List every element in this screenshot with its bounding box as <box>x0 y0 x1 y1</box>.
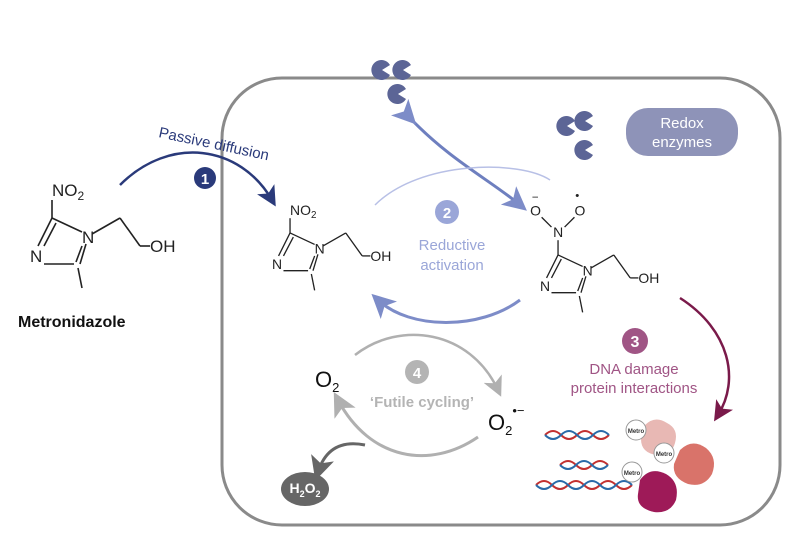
svg-text:•: • <box>575 190 579 202</box>
svg-text:1: 1 <box>201 171 209 188</box>
svg-text:OH: OH <box>150 237 176 256</box>
damaged-dna-icon <box>535 430 633 490</box>
metronidazole-structure: NO2 N N OH <box>30 181 176 289</box>
svg-text:N: N <box>30 247 42 266</box>
oxygen-regeneration-arrow <box>333 392 479 458</box>
svg-text:N: N <box>583 262 593 278</box>
step2-badge <box>435 200 459 224</box>
svg-text:2: 2 <box>443 205 451 222</box>
drug-name-label: Metronidazole <box>18 314 126 331</box>
svg-text:O: O <box>574 203 585 219</box>
svg-text:NO2: NO2 <box>290 202 316 221</box>
dna-damage-arrow <box>679 296 734 422</box>
superoxide-formation-arrow <box>354 333 502 397</box>
svg-text:‘Futile cycling’: ‘Futile cycling’ <box>370 394 474 411</box>
metronidazole-intracellular-structure: NO2 N N OH <box>272 202 391 292</box>
peroxide-arrow <box>311 442 366 481</box>
enzyme-icons <box>371 60 593 160</box>
passive-diffusion-arrow <box>119 151 276 207</box>
reduction-arc-top <box>374 166 551 206</box>
step3-badge <box>622 328 648 354</box>
svg-text:activation: activation <box>420 257 483 274</box>
superoxide-label: O2•− <box>488 403 525 438</box>
hydrogen-peroxide-badge <box>281 472 329 506</box>
svg-text:−: − <box>532 192 539 204</box>
svg-text:OH: OH <box>370 248 391 264</box>
svg-text:N: N <box>553 224 563 240</box>
redox-enzymes-badge <box>626 108 738 156</box>
step4-badge <box>405 360 429 384</box>
hydrogen-peroxide-label: H2O2 <box>289 480 320 499</box>
svg-text:enzymes: enzymes <box>652 134 712 151</box>
svg-text:N: N <box>82 228 94 247</box>
svg-text:Reductive: Reductive <box>419 237 486 254</box>
svg-text:Redox: Redox <box>660 115 704 132</box>
svg-text:4: 4 <box>413 365 422 382</box>
step1-label: Passive diffusion <box>157 124 270 164</box>
svg-text:OH: OH <box>638 270 659 286</box>
reoxidation-arrow <box>371 293 521 324</box>
enzyme-electron-arrow <box>390 98 527 211</box>
step1-badge <box>194 167 216 189</box>
cell-membrane <box>220 76 782 527</box>
svg-text:O: O <box>530 203 541 219</box>
oxygen-label: O2 <box>315 367 339 395</box>
svg-text:Metro: Metro <box>628 429 645 435</box>
svg-text:3: 3 <box>631 334 640 351</box>
nitro-radical-anion-structure: N O − O • N N OH <box>530 190 659 314</box>
svg-text:DNA damage: DNA damage <box>589 361 678 378</box>
svg-text:protein interactions: protein interactions <box>571 380 698 397</box>
svg-text:N: N <box>272 256 282 272</box>
protein-adducts-icon: Metro Metro Metro <box>621 419 714 513</box>
svg-text:Metro: Metro <box>656 452 673 458</box>
svg-text:N: N <box>315 240 325 256</box>
svg-text:NO2: NO2 <box>52 181 85 203</box>
svg-text:Metro: Metro <box>624 471 641 477</box>
svg-text:N: N <box>540 278 550 294</box>
